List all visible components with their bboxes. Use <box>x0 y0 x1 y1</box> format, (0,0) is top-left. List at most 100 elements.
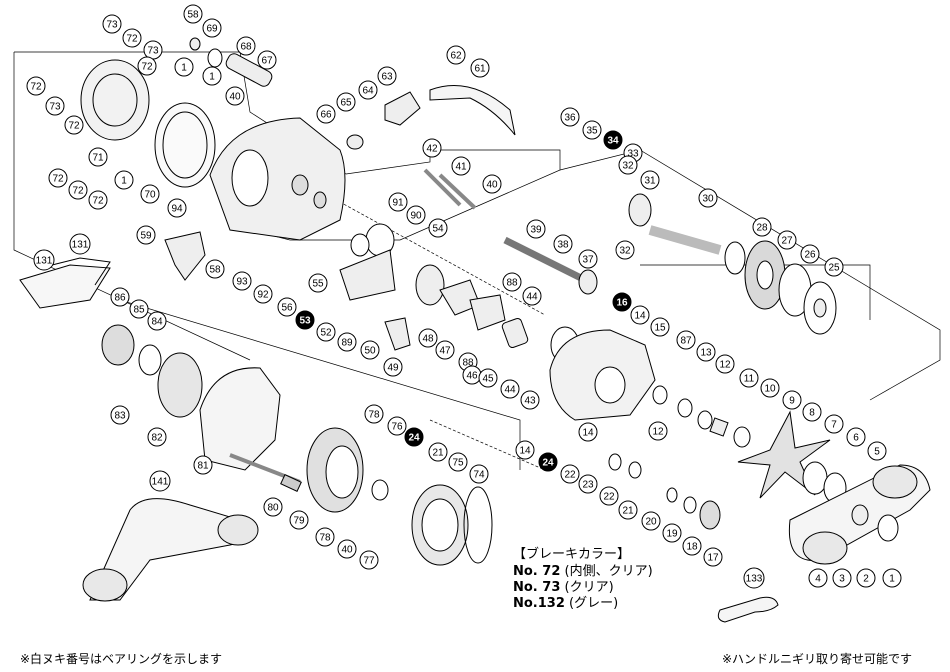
callout-number: 42 <box>426 144 438 155</box>
callout-number: 75 <box>452 458 464 469</box>
callout-number: 64 <box>362 86 374 97</box>
callout-circle <box>68 180 88 200</box>
callout-circle <box>538 452 558 472</box>
callout-69: 69 <box>202 18 222 38</box>
callout-circle <box>599 486 619 506</box>
callout-circle <box>122 28 142 48</box>
bearing-13 <box>652 385 668 405</box>
callout-number: 55 <box>312 279 324 290</box>
callout-circle <box>193 455 213 475</box>
callout-number: 37 <box>582 255 594 266</box>
callout-circle <box>553 234 573 254</box>
callout-number: 40 <box>486 180 498 191</box>
callout-number: 47 <box>439 346 451 357</box>
callout-labels: 7372737272737271727272586968671140170946… <box>26 4 902 589</box>
nut-11 <box>709 417 729 437</box>
callout-21: 21 <box>428 442 448 462</box>
callout-circle <box>69 233 91 255</box>
callout-circle <box>202 18 222 38</box>
callout-number: 52 <box>320 328 332 339</box>
clutch-plate-52 <box>339 249 396 301</box>
callout-circle <box>802 402 822 422</box>
callout-circle <box>515 440 535 460</box>
callout-circle <box>752 217 772 237</box>
callout-number: 17 <box>707 553 719 564</box>
callout-35: 35 <box>582 120 602 140</box>
callout-circle <box>428 442 448 462</box>
bearing-note: ※白ヌキ番号はベアリングを示します <box>20 652 223 666</box>
bearing-68 <box>207 48 223 68</box>
callout-number: 79 <box>293 516 305 527</box>
shaft-42 <box>423 168 462 207</box>
callout-72: 72 <box>48 168 68 188</box>
callout-circle <box>777 230 797 250</box>
main-shaft-30 <box>648 225 722 255</box>
callout-circle <box>360 340 380 360</box>
star-drag-9 <box>737 410 831 499</box>
callout-72: 72 <box>137 56 157 76</box>
callout-40: 40 <box>337 539 357 559</box>
callout-number: 1 <box>121 176 127 187</box>
callout-circle <box>315 527 335 547</box>
callout-number: 3 <box>839 574 845 585</box>
handle-knob-right-a <box>802 531 848 565</box>
caption-line-73: No. 73 (クリア) <box>513 581 653 594</box>
callout-66: 66 <box>316 104 336 124</box>
callout-31: 31 <box>640 170 660 190</box>
callout-number: 94 <box>171 204 183 215</box>
callout-73: 73 <box>45 96 65 116</box>
callout-38: 38 <box>553 234 573 254</box>
callout-circle <box>578 474 598 494</box>
handle-knob-left-b <box>217 514 259 546</box>
callout-14: 14 <box>578 422 598 442</box>
callout-141: 141 <box>149 470 171 492</box>
callout-number: 14 <box>519 446 531 457</box>
callout-number: 27 <box>781 236 793 247</box>
callout-73: 73 <box>143 40 163 60</box>
callout-number: 133 <box>746 574 763 585</box>
callout-86: 86 <box>110 287 130 307</box>
spring-67 <box>225 53 273 87</box>
washer-28 <box>724 241 746 275</box>
callout-30: 30 <box>698 188 718 208</box>
callout-circle <box>202 66 222 86</box>
top-parts-group <box>189 37 516 210</box>
callout-49: 49 <box>383 357 403 377</box>
callout-27: 27 <box>777 230 797 250</box>
callout-number: 13 <box>700 348 712 359</box>
callout-68: 68 <box>236 36 256 56</box>
callout-number: 39 <box>530 225 542 236</box>
callout-84: 84 <box>147 311 167 331</box>
callout-circle <box>147 427 167 447</box>
caption-line-132: No.132 (グレー) <box>513 597 653 610</box>
callout-70: 70 <box>140 184 160 204</box>
callout-93: 93 <box>232 271 252 291</box>
callout-circle <box>469 464 489 484</box>
callout-circle <box>387 416 407 436</box>
callout-circle <box>676 330 696 350</box>
callout-circle <box>388 192 408 212</box>
callout-61: 61 <box>470 58 490 78</box>
callout-71: 71 <box>88 147 108 167</box>
callout-circle <box>615 240 635 260</box>
callout-62: 62 <box>446 45 466 65</box>
callout-number: 89 <box>341 338 353 349</box>
spring-80 <box>280 474 302 492</box>
callout-circle <box>640 170 660 190</box>
callout-circle <box>578 249 598 269</box>
callout-number: 1 <box>889 574 895 585</box>
callout-number: 78 <box>319 533 331 544</box>
callout-number: 66 <box>320 110 332 121</box>
callout-number: 73 <box>147 46 159 57</box>
callout-48: 48 <box>418 328 438 348</box>
callout-number: 84 <box>151 317 163 328</box>
callout-number: 45 <box>482 374 494 385</box>
callout-number: 86 <box>114 293 126 304</box>
callout-52: 52 <box>316 322 336 342</box>
callout-50: 50 <box>360 340 380 360</box>
cover-61 <box>429 85 516 136</box>
callout-circle <box>358 80 378 100</box>
callout-number: 71 <box>92 153 104 164</box>
callout-number: 131 <box>72 240 89 251</box>
callout-82: 82 <box>147 427 167 447</box>
